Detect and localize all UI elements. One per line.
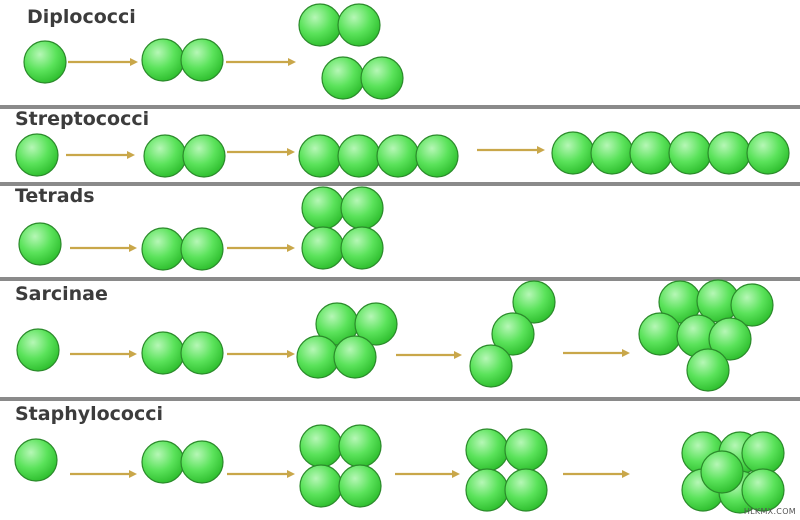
sarcinae-stage-3-cell (354, 302, 398, 346)
tetrads-arrow-1 (70, 244, 137, 252)
sarcinae-stage-3-cell (296, 335, 340, 379)
streptococci-stage-4-cell (707, 131, 751, 175)
streptococci-stage-4-cell (629, 131, 673, 175)
tetrads-stage-2-cell (180, 227, 224, 271)
row-divider (0, 182, 800, 186)
sarcinae-stage-4-cell (491, 312, 535, 356)
tetrads-arrow-2 (227, 244, 295, 252)
streptococci-arrow-1 (66, 151, 135, 159)
tetrads-stage-3-cell (301, 186, 345, 230)
sarcinae-stage-5-cell (686, 348, 730, 392)
sarcinae-stage-5-cell (708, 317, 752, 361)
staphylococci-arrow-2 (227, 470, 295, 478)
row-divider (0, 397, 800, 401)
row-title-diplococci: Diplococci (27, 6, 136, 28)
streptococci-stage-4-cell (746, 131, 790, 175)
staphylococci-stage-5-cell (700, 450, 744, 494)
staphylococci-stage-2-cell (180, 440, 224, 484)
sarcinae-stage-4-cell (469, 344, 513, 388)
streptococci-stage-2-cell (182, 134, 226, 178)
row-divider (0, 277, 800, 281)
staphylococci-arrow-3 (395, 470, 460, 478)
staphylococci-stage-4-cell (504, 468, 548, 512)
sarcinae-stage-2-cell (141, 331, 185, 375)
streptococci-stage-4-cell (668, 131, 712, 175)
sarcinae-stage-5-cell (638, 312, 682, 356)
streptococci-stage-3-cell (298, 134, 342, 178)
row-title-sarcinae: Sarcinae (15, 283, 108, 305)
staphylococci-stage-3-cell (338, 424, 382, 468)
sarcinae-arrow-2 (227, 350, 295, 358)
staphylococci-arrow-1 (70, 470, 137, 478)
staphylococci-stage-2-cell (141, 440, 185, 484)
staphylococci-stage-1-cell (14, 438, 58, 482)
diplococci-arrow-2 (226, 58, 296, 66)
sarcinae-stage-4-cell (512, 280, 556, 324)
staphylococci-stage-5-cell (741, 431, 785, 475)
staphylococci-stage-4-cell (504, 428, 548, 472)
row-title-staphylococci: Staphylococci (15, 403, 164, 425)
sarcinae-stage-5-cell (730, 283, 774, 327)
row-divider (0, 105, 800, 109)
tetrads-stage-1-cell (18, 222, 62, 266)
diplococci-stage-2-cell (180, 38, 224, 82)
diplococci-stage-3-cell (321, 56, 365, 100)
streptococci-stage-2-cell (143, 134, 187, 178)
staphylococci-arrow-4 (563, 470, 630, 478)
streptococci-stage-1-cell (15, 133, 59, 177)
sarcinae-arrow-4 (563, 349, 630, 357)
sarcinae-stage-2-cell (180, 331, 224, 375)
sarcinae-arrow-1 (70, 350, 137, 358)
diplococci-arrow-1 (68, 58, 138, 66)
diplococci-stage-3-cell (337, 3, 381, 47)
diplococci-stage-2-cell (141, 38, 185, 82)
streptococci-stage-4-cell (551, 131, 595, 175)
streptococci-stage-3-cell (415, 134, 459, 178)
tetrads-stage-3-cell (301, 226, 345, 270)
streptococci-stage-3-cell (337, 134, 381, 178)
streptococci-arrow-3 (477, 146, 545, 154)
tetrads-stage-2-cell (141, 227, 185, 271)
row-title-streptococci: Streptococci (15, 108, 150, 130)
staphylococci-stage-3-cell (299, 424, 343, 468)
watermark: HLKMX.COM (743, 507, 796, 516)
diplococci-stage-3-cell (360, 56, 404, 100)
diplococci-stage-3-cell (298, 3, 342, 47)
tetrads-stage-3-cell (340, 226, 384, 270)
row-title-tetrads: Tetrads (15, 185, 95, 207)
staphylococci-stage-4-cell (465, 428, 509, 472)
staphylococci-stage-4-cell (465, 468, 509, 512)
streptococci-stage-3-cell (376, 134, 420, 178)
sarcinae-stage-1-cell (16, 328, 60, 372)
streptococci-arrow-2 (227, 148, 295, 156)
tetrads-stage-3-cell (340, 186, 384, 230)
staphylococci-stage-3-cell (338, 464, 382, 508)
sarcinae-arrow-3 (396, 351, 462, 359)
staphylococci-stage-5-cell (741, 468, 785, 512)
streptococci-stage-4-cell (590, 131, 634, 175)
sarcinae-stage-3-cell (333, 335, 377, 379)
staphylococci-stage-3-cell (299, 464, 343, 508)
diplococci-stage-1-cell (23, 40, 67, 84)
